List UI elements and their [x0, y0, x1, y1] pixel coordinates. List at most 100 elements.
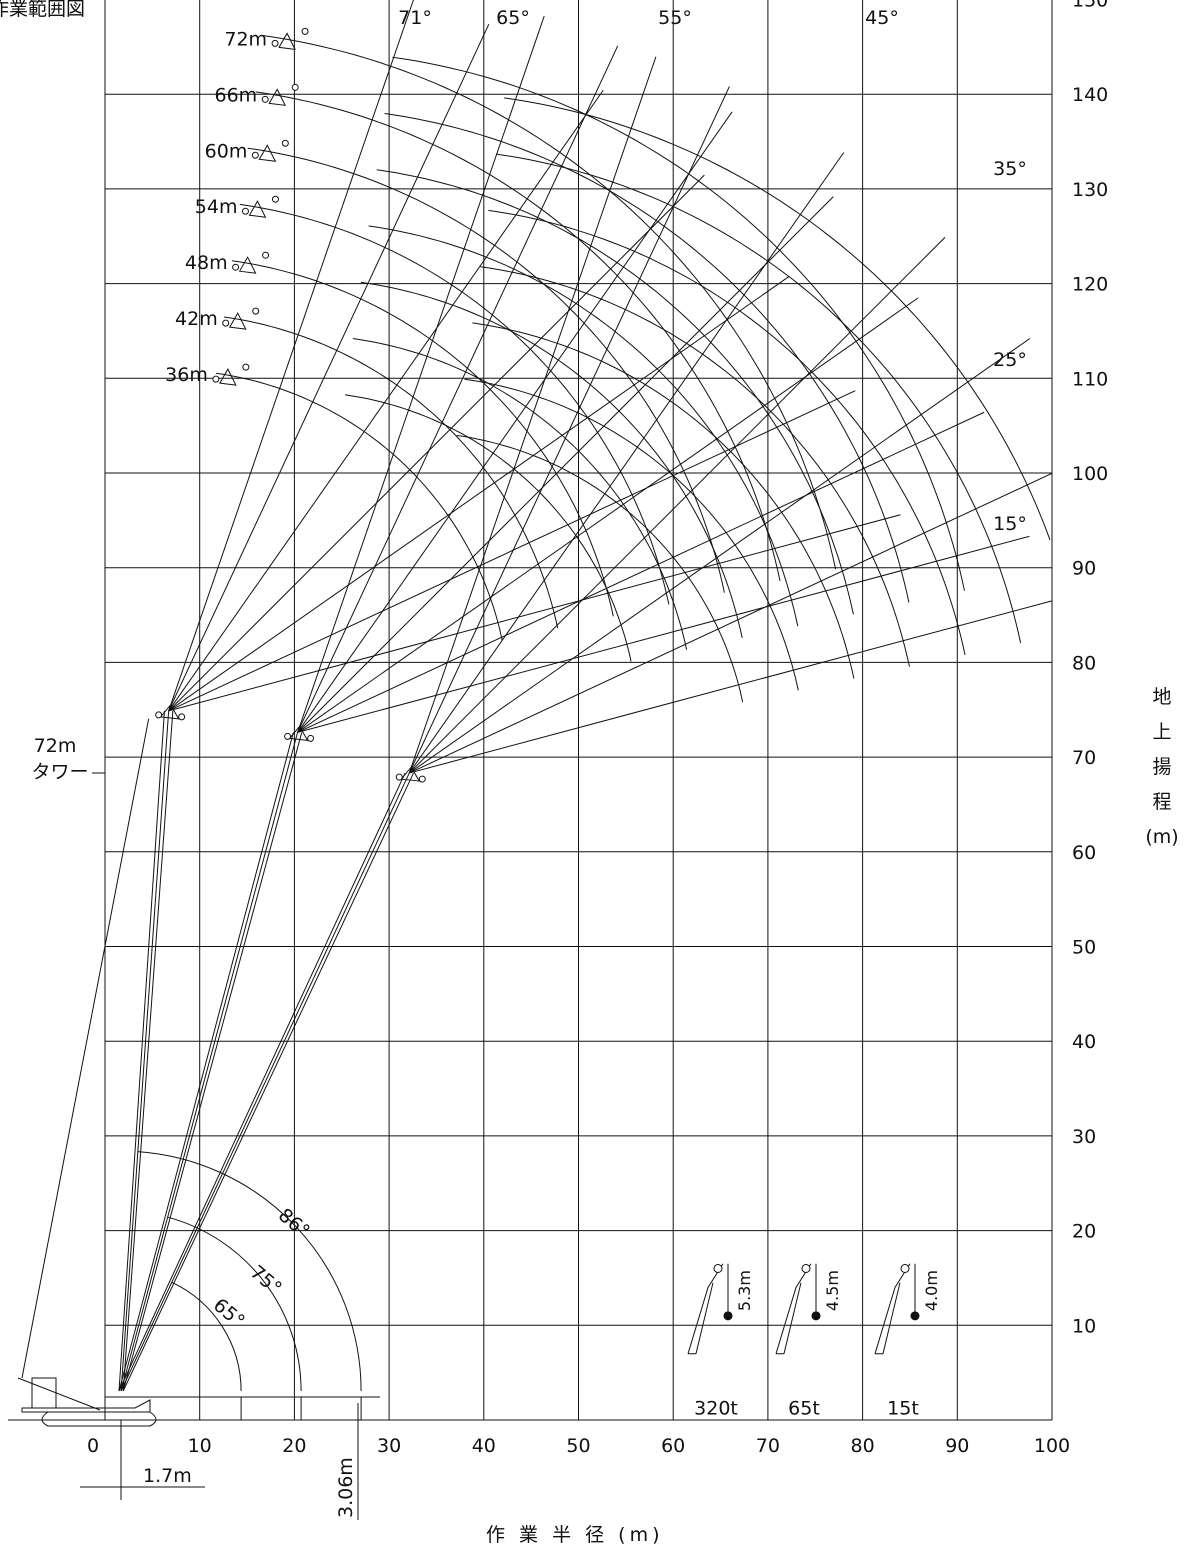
jib-angle-line [168, 89, 604, 712]
jib-head [219, 368, 237, 386]
hook-block [723, 1311, 733, 1321]
upper-body [21, 1399, 151, 1413]
tower-boom-line [122, 772, 414, 1392]
range-arc [239, 203, 670, 605]
jib-angle-line [408, 338, 1031, 774]
jib-angle-line [408, 152, 845, 774]
jib-angle-line [168, 514, 901, 712]
jib-length-label: 72m [224, 28, 267, 50]
sheave [241, 207, 249, 215]
sheave [261, 95, 269, 103]
jib-angle-line [408, 237, 946, 774]
range-arc [263, 35, 837, 570]
range-arc [488, 209, 966, 656]
hook-capacity-label: 65t [788, 1398, 820, 1420]
range-arc [480, 266, 910, 667]
range-arc [360, 281, 743, 639]
y-tick-label: 130 [1072, 179, 1108, 201]
tower-head [400, 766, 421, 782]
sheave [418, 775, 426, 783]
jib-angle-line [297, 15, 545, 733]
x-tick-label: 0 [87, 1435, 99, 1457]
jib-angle-line [409, 600, 1053, 774]
y-tick-label: 120 [1072, 274, 1108, 296]
y-tick-label: 100 [1072, 463, 1108, 485]
mast-line [17, 1377, 101, 1411]
y-tick-label: 30 [1072, 1126, 1096, 1148]
hook-capacity-label: 320t [694, 1398, 738, 1420]
y-tick-label: 10 [1072, 1315, 1096, 1337]
hook-length-label: 5.3m [735, 1270, 754, 1311]
tower-boom-line [122, 732, 303, 1392]
y-axis-label-char: 揚 [1152, 756, 1172, 778]
sheave [242, 363, 250, 371]
jib-angle-line [168, 174, 705, 712]
sheave [251, 151, 259, 159]
sheave [271, 195, 279, 203]
hook-jib-icon [775, 1263, 812, 1355]
jib-angle-line [297, 45, 619, 733]
tower-angle-label: 86° [274, 1204, 314, 1243]
tower-angle-label: 65° [209, 1294, 249, 1333]
hook-jib-icon [687, 1263, 724, 1355]
jib-angle-line [297, 297, 919, 733]
tower-boom-line [120, 772, 410, 1392]
hook-block [910, 1311, 920, 1321]
jib-angle-line [297, 111, 733, 733]
sheave [307, 734, 315, 742]
pivot-offset-label: 1.7m [143, 1465, 192, 1487]
range-arc [216, 372, 503, 641]
y-tick-label: 70 [1072, 747, 1096, 769]
hook-length-label: 4.5m [823, 1270, 842, 1311]
range-arc [496, 153, 1022, 644]
jib-head [228, 312, 247, 330]
sheave [178, 713, 186, 721]
range-arc [384, 113, 910, 603]
jib-lines [168, 0, 1053, 774]
tower-boom-line [118, 732, 294, 1392]
sheave [232, 263, 240, 271]
crane-body [17, 27, 920, 1427]
range-arc [344, 394, 632, 662]
tower-label-line1: 72m [34, 735, 77, 757]
counterweight [31, 1377, 57, 1409]
y-tick-label: 50 [1072, 937, 1096, 959]
y-tick-label: 90 [1072, 558, 1096, 580]
jib-angle-label: 71° [398, 7, 432, 29]
crawler [41, 1411, 157, 1427]
range-arc [255, 91, 781, 582]
sheave [301, 27, 309, 35]
y-axis-label: 地 上 揚 程 (m) [1142, 680, 1182, 855]
jib-angle-line [297, 411, 985, 733]
y-axis-label-char: 地 [1152, 686, 1172, 708]
jib-angle-line [168, 275, 790, 712]
sheave [212, 375, 220, 383]
jib-angle-label: 15° [993, 513, 1027, 535]
y-tick-label: 110 [1072, 368, 1108, 390]
tower-angle-arc [137, 1151, 362, 1392]
y-tick-label: 150 [1072, 0, 1108, 12]
tower-angle-arc [167, 1216, 302, 1392]
jib-length-label: 60m [205, 140, 248, 162]
tower-label-line2: タワー [31, 761, 88, 783]
range-arc [504, 97, 1051, 541]
jib-head [268, 88, 287, 106]
y-tick-label: 140 [1072, 84, 1108, 106]
jib-length-label: 54m [195, 196, 238, 218]
x-tick-label: 30 [377, 1435, 401, 1457]
x-tick-label: 80 [851, 1435, 875, 1457]
y-tick-label: 80 [1072, 652, 1096, 674]
jib-angle-line [168, 0, 414, 712]
sheave [262, 251, 270, 259]
sheave [155, 711, 163, 719]
jib-angle-label: 45° [865, 7, 899, 29]
hook-sheave [801, 1263, 811, 1273]
x-tick-label: 100 [1034, 1435, 1070, 1457]
jib-angle-label: 65° [496, 7, 530, 29]
jib-head [248, 200, 267, 218]
jib-angle-label: 35° [993, 158, 1027, 180]
hook-sheave [713, 1263, 723, 1273]
jib-angle-line [408, 56, 657, 774]
y-axis-label-char: 上 [1152, 721, 1172, 743]
